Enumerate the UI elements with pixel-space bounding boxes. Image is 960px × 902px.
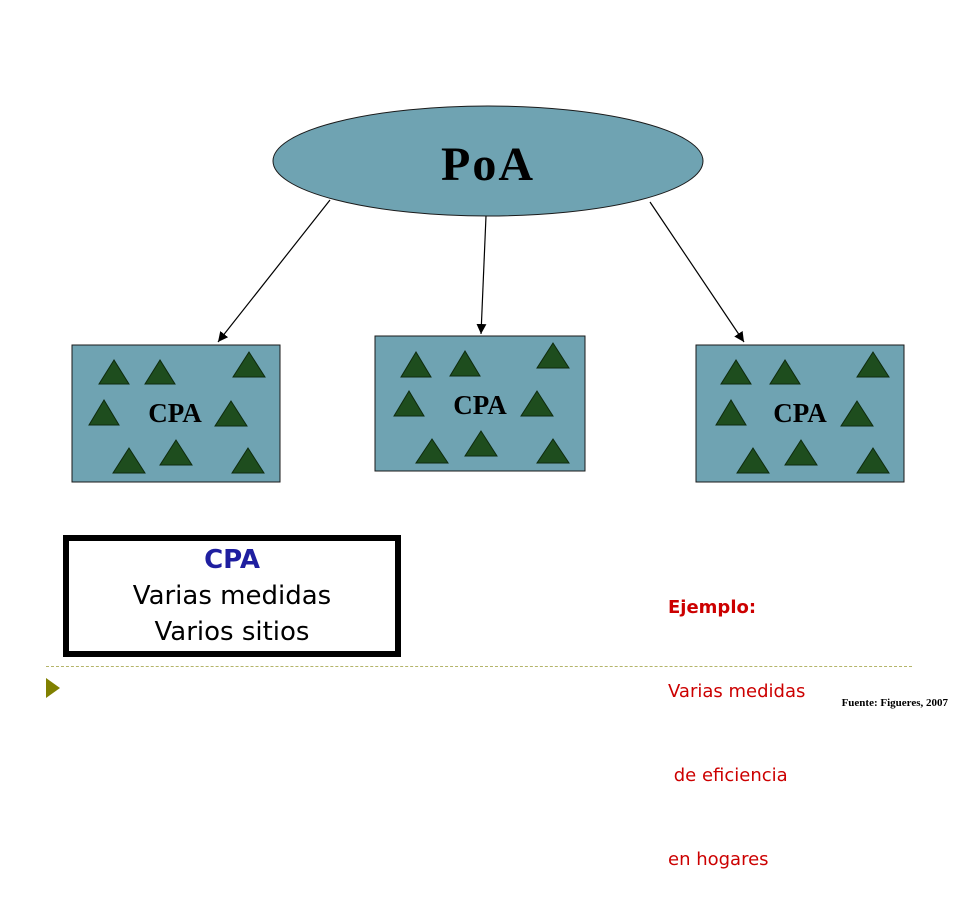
definition-title: CPA bbox=[204, 545, 260, 575]
triangle-icon bbox=[720, 359, 752, 385]
poa-diagram: PoA CPA CPA bbox=[71, 105, 905, 483]
triangle-icon bbox=[449, 350, 481, 377]
definition-line-1: Varias medidas bbox=[132, 581, 332, 611]
cpa-box-1: CPA bbox=[71, 344, 281, 483]
cpa-box-3: CPA bbox=[695, 344, 905, 483]
cpa-definition-box: CPA Varias medidas Varios sitios bbox=[63, 535, 401, 657]
example-line-1: Varias medidas bbox=[668, 681, 806, 702]
example-line-2: de eficiencia bbox=[668, 765, 788, 786]
example-note: Ejemplo: Varias medidas de eficiencia en… bbox=[668, 538, 805, 902]
cpa-box-2-triangles bbox=[393, 342, 570, 464]
triangle-icon bbox=[159, 439, 193, 466]
triangle-icon bbox=[400, 351, 432, 378]
triangle-icon bbox=[840, 400, 874, 427]
triangle-icon bbox=[144, 359, 176, 385]
triangle-icon bbox=[214, 400, 248, 427]
arrow-center bbox=[476, 215, 487, 335]
poa-ellipse bbox=[272, 105, 704, 217]
poa-label: PoA bbox=[441, 138, 535, 191]
cpa-label-1: CPA bbox=[148, 398, 202, 428]
triangle-icon bbox=[88, 399, 120, 426]
cpa-box-2: CPA bbox=[374, 335, 586, 472]
arrow-left bbox=[217, 199, 331, 343]
triangle-icon bbox=[856, 447, 890, 474]
triangle-icon bbox=[856, 351, 890, 378]
triangle-icon bbox=[98, 359, 130, 385]
cpa-label-3: CPA bbox=[773, 398, 827, 428]
triangle-icon bbox=[536, 438, 570, 464]
triangle-icon bbox=[464, 430, 498, 457]
triangle-bullet-icon bbox=[46, 678, 60, 698]
triangle-icon bbox=[769, 359, 801, 385]
triangle-icon bbox=[715, 399, 747, 426]
triangle-icon bbox=[232, 351, 266, 378]
triangle-icon bbox=[231, 447, 265, 474]
triangle-icon bbox=[415, 438, 449, 464]
cpa-box-3-triangles bbox=[715, 351, 890, 474]
triangle-icon bbox=[112, 447, 146, 474]
triangle-icon bbox=[393, 390, 425, 417]
definition-line-2: Varios sitios bbox=[154, 617, 310, 647]
cpa-box-1-triangles bbox=[88, 351, 266, 474]
triangle-icon bbox=[520, 390, 554, 417]
source-citation: Fuente: Figueres, 2007 bbox=[841, 697, 948, 709]
example-title: Ejemplo: bbox=[668, 597, 757, 618]
triangle-icon bbox=[536, 342, 570, 369]
triangle-icon bbox=[784, 439, 818, 466]
triangle-icon bbox=[736, 447, 770, 474]
cpa-label-2: CPA bbox=[453, 390, 507, 420]
arrow-right bbox=[649, 201, 745, 343]
example-line-3: en hogares bbox=[668, 849, 769, 870]
footer-divider bbox=[46, 666, 912, 667]
